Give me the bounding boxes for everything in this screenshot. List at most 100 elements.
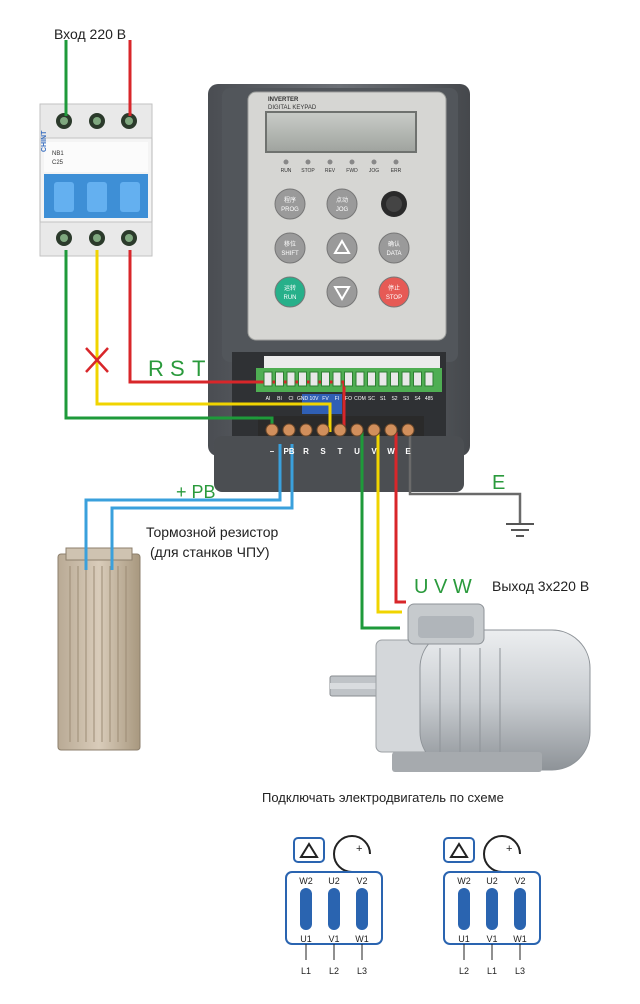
indicator-led — [393, 159, 399, 165]
keypad-button-en-label: JOG — [336, 207, 349, 213]
power-terminal — [367, 423, 381, 437]
keypad-button-prog[interactable] — [274, 188, 306, 220]
connect-note: Подключать электродвигатель по схеме — [262, 790, 504, 805]
cross-mark — [85, 347, 109, 373]
power-terminal-label: PB — [283, 447, 294, 456]
keypad-button-cn-label: 停止 — [388, 284, 400, 292]
indicator-label: REV — [325, 168, 336, 174]
power-terminal — [401, 423, 415, 437]
indicator-label: FWD — [346, 168, 358, 174]
scheme-top-label: W2 — [457, 876, 471, 886]
arrow-up-icon — [333, 239, 351, 254]
keypad-subtitle: DIGITAL KEYPAD — [268, 105, 317, 111]
power-terminal — [350, 423, 364, 437]
power-terminal — [316, 423, 330, 437]
scheme-line-label: L3 — [515, 966, 525, 976]
keypad-button-stop[interactable] — [378, 276, 410, 308]
indicator-label: ERR — [391, 168, 402, 174]
signal-terminal — [401, 371, 411, 387]
power-terminal — [265, 423, 279, 437]
yellow-output-wire — [376, 432, 402, 614]
scheme-line-label: L1 — [487, 966, 497, 976]
signal-terminal-label: SC — [368, 396, 375, 402]
scheme-top-label: V2 — [514, 876, 525, 886]
signal-terminal-label: 485 — [425, 396, 434, 402]
signal-terminal-label: CI — [289, 396, 294, 402]
keypad-button-shift[interactable] — [274, 232, 306, 264]
scheme-line-label: L2 — [329, 966, 339, 976]
signal-terminal — [355, 371, 365, 387]
signal-terminal — [286, 371, 296, 387]
keypad-button-jog[interactable] — [326, 188, 358, 220]
svg-text:+: + — [506, 843, 512, 855]
signal-terminal-label: COM — [354, 396, 366, 402]
signal-terminal-label: FI — [335, 396, 339, 402]
signal-terminal-label: S3 — [403, 396, 409, 402]
pb-label: + PB — [176, 482, 216, 502]
power-terminal-label: R — [303, 447, 309, 456]
rst-s-label: S — [170, 356, 185, 381]
signal-terminal — [275, 371, 284, 387]
indicator-led — [283, 159, 289, 165]
scheme-bottom-label: W1 — [513, 934, 527, 944]
uvw-label: U V W — [414, 576, 472, 598]
keypad-button-cn-label: 确认 — [388, 240, 400, 248]
power-terminal — [299, 423, 313, 437]
indicator-label: STOP — [301, 168, 315, 174]
signal-terminal — [332, 371, 342, 387]
indicator-led — [371, 159, 377, 165]
signal-terminal — [378, 371, 388, 387]
output-label: Выход 3x220 В — [492, 578, 590, 594]
indicator-led — [327, 159, 333, 165]
scheme-bottom-label: W1 — [355, 934, 369, 944]
scheme-1: + — [285, 835, 383, 960]
scheme-top-label: U2 — [328, 876, 340, 886]
motor — [329, 603, 591, 772]
down-button[interactable] — [326, 276, 358, 308]
rotation-icon-2 — [483, 835, 521, 873]
signal-terminal — [367, 371, 376, 387]
scheme-2: + — [443, 835, 541, 960]
scheme-line-label: L3 — [357, 966, 367, 976]
signal-terminal-label: S4 — [414, 396, 420, 402]
ground-icon — [506, 523, 534, 537]
signal-terminal-label: 10V — [310, 396, 320, 402]
signal-terminal-label: BI — [277, 396, 282, 402]
power-terminal-label: U — [354, 447, 360, 456]
blue-wire-2 — [110, 444, 294, 570]
power-terminal — [282, 423, 296, 437]
keypad-button-cn-label: 点动 — [336, 196, 348, 204]
power-terminal-label: T — [338, 447, 343, 456]
scheme-top-label: U2 — [486, 876, 498, 886]
indicator-label: RUN — [281, 168, 292, 174]
indicator-led — [305, 159, 311, 165]
up-button[interactable] — [326, 232, 358, 264]
scheme-bottom-label: U1 — [458, 934, 470, 944]
red-wire-to-inverter — [128, 250, 346, 432]
breaker-brand: CHINT — [41, 130, 48, 152]
signal-terminal-label: FO — [345, 396, 352, 402]
arrow-down-icon — [333, 286, 351, 301]
scheme-bottom-label: V1 — [328, 934, 339, 944]
keypad-button-en-label: SHIFT — [281, 251, 299, 257]
green-output-wire — [360, 432, 400, 630]
resistor-line2: (для станков ЧПУ) — [150, 544, 270, 560]
scheme-bottom-label: V1 — [486, 934, 497, 944]
breaker-model: NB1 — [52, 151, 64, 157]
yellow-wire-to-inverter — [95, 250, 332, 432]
power-terminal-label: – — [270, 447, 275, 456]
power-terminal — [384, 423, 398, 437]
signal-terminal — [298, 371, 307, 387]
keypad-button-data[interactable] — [378, 232, 410, 264]
scheme-line-label: L1 — [301, 966, 311, 976]
breaker-rating: C25 — [52, 160, 64, 166]
input-label: Вход 220 В — [54, 26, 127, 42]
keypad-button-en-label: PROG — [281, 207, 299, 213]
signal-terminal-label: S1 — [380, 396, 386, 402]
scheme-top-label: V2 — [356, 876, 367, 886]
keypad-button-run[interactable] — [274, 276, 306, 308]
signal-terminal — [344, 371, 353, 387]
keypad-button-cn-label: 移位 — [284, 240, 296, 248]
delta-icon-2 — [449, 842, 469, 858]
